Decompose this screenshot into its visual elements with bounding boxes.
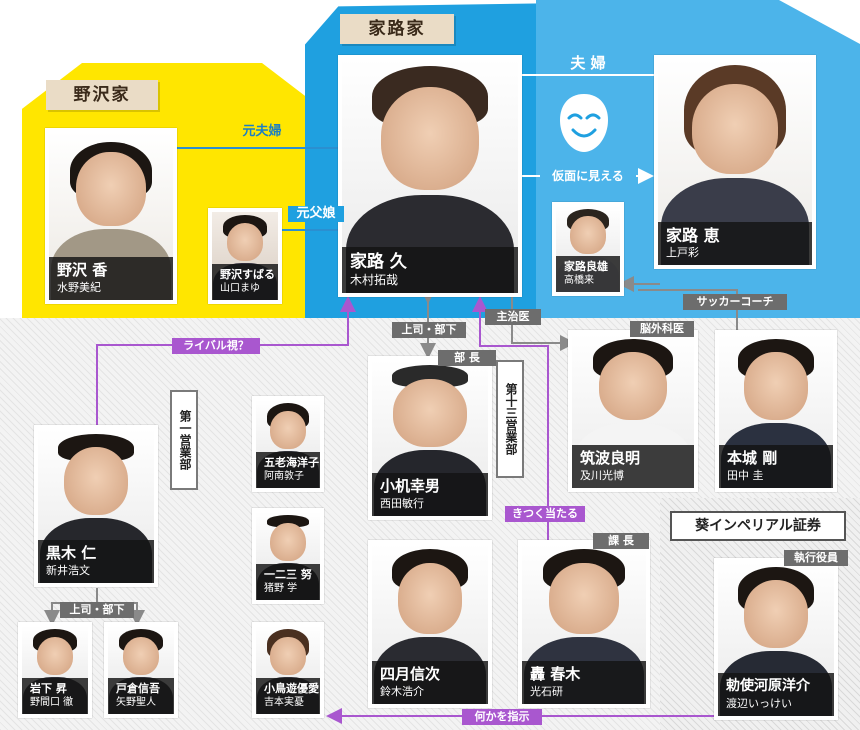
- name-kotori: 小鳥遊優愛: [264, 682, 319, 695]
- dept1-label: 第一営業部: [170, 390, 198, 490]
- card-ieji-hisashi[interactable]: 家路 久木村拓哉: [338, 55, 522, 297]
- name-ieji-hisashi: 家路 久: [350, 252, 407, 272]
- name-goroumi: 五老海洋子: [264, 456, 319, 469]
- name-ieji-megumi: 家路 恵: [666, 226, 720, 245]
- actor-ieji-hisashi: 木村拓哉: [350, 273, 399, 287]
- card-tokura[interactable]: 戸倉信吾矢野聖人: [104, 622, 178, 718]
- spouse-label: 夫 婦: [570, 54, 606, 72]
- actor-honjo: 田中 圭: [727, 469, 764, 482]
- actor-tsukuba: 及川光博: [580, 469, 624, 482]
- actor-ieji-megumi: 上戸彩: [666, 246, 699, 259]
- father-daughter-label: 元父娘: [288, 206, 344, 222]
- name-nozawa-subaru: 野沢すばる: [220, 268, 275, 281]
- actor-shigatsu: 鈴木浩介: [380, 685, 424, 698]
- card-tsukuba[interactable]: 筑波良明及川光博: [568, 330, 698, 492]
- card-shigatsu[interactable]: 四月信次鈴木浩介: [368, 540, 492, 708]
- attending-label: 主治医: [485, 309, 541, 325]
- card-todoroki[interactable]: 轟 春木光石研: [518, 540, 650, 708]
- mask-seen-label: 仮面に見える: [540, 168, 636, 184]
- actor-ieji-yoshio: 高橋来: [564, 275, 594, 286]
- actor-ichinisan: 猪野 学: [264, 583, 298, 594]
- card-iwashita[interactable]: 岩下 昇野間口 徹: [18, 622, 92, 718]
- actor-nozawa-subaru: 山口まゆ: [220, 283, 260, 294]
- card-nozawa-kaori[interactable]: 野沢 香水野美紀: [45, 128, 177, 304]
- card-honjo[interactable]: 本城 剛田中 圭: [715, 330, 837, 492]
- name-ieji-yoshio: 家路良雄: [564, 260, 608, 273]
- boss-subordinate-label-2: 上司・部下: [60, 602, 134, 618]
- name-honjo: 本城 剛: [727, 449, 778, 467]
- name-tokura: 戸倉信吾: [116, 682, 160, 695]
- instruct-label: 何かを指示: [462, 709, 542, 725]
- ieji-family-tag: 家路家: [340, 14, 454, 44]
- card-kotori[interactable]: 小鳥遊優愛吉本実憂: [252, 622, 324, 718]
- rival-label: ライバル視？: [172, 338, 260, 354]
- dept13-label: 第十三営業部: [496, 360, 524, 478]
- soccer-coach-label: サッカーコーチ: [683, 294, 787, 310]
- name-todoroki: 轟 春木: [530, 665, 581, 683]
- actor-kozukue: 西田敏行: [380, 497, 424, 510]
- bucho-title-label: 部 長: [438, 350, 496, 366]
- ex-spouse-label: 元夫婦: [242, 124, 282, 139]
- actor-kotori: 吉本実憂: [264, 697, 304, 708]
- card-ichinisan[interactable]: 一二三 努猪野 学: [252, 508, 324, 604]
- card-kozukue[interactable]: 小机幸男西田敏行: [368, 356, 492, 520]
- name-nozawa-kaori: 野沢 香: [57, 261, 108, 279]
- card-goroumi[interactable]: 五老海洋子阿南敦子: [252, 396, 324, 492]
- actor-kuroki: 新井浩文: [46, 564, 90, 577]
- name-shigatsu: 四月信次: [380, 665, 441, 683]
- actor-todoroki: 光石研: [530, 685, 563, 698]
- neuro-title-label: 脳外科医: [630, 321, 694, 337]
- card-ieji-yoshio[interactable]: 家路良雄高橋来: [552, 202, 624, 296]
- actor-iwashita: 野間口 徹: [30, 697, 74, 708]
- name-kuroki: 黒木 仁: [46, 544, 97, 562]
- card-nozawa-subaru[interactable]: 野沢すばる山口まゆ: [208, 208, 282, 304]
- aoi-securities-tag: 葵インペリアル証券: [670, 511, 846, 541]
- card-kuroki[interactable]: 黒木 仁新井浩文: [34, 425, 158, 587]
- smiling-mask-icon: [558, 92, 610, 154]
- name-tsukuba: 筑波良明: [580, 449, 641, 467]
- harsh-label: きつく当たる: [505, 506, 585, 522]
- name-ichinisan: 一二三 努: [264, 568, 312, 581]
- name-teshigawara: 勅使河原洋介: [726, 678, 810, 694]
- boss-subordinate-label-1: 上司・部下: [392, 322, 466, 338]
- name-kozukue: 小机幸男: [380, 477, 441, 495]
- exec-title-label: 執行役員: [784, 550, 848, 566]
- actor-teshigawara: 渡辺いっけい: [726, 697, 792, 710]
- nozawa-family-tag: 野沢家: [46, 80, 158, 110]
- actor-tokura: 矢野聖人: [116, 697, 156, 708]
- card-teshigawara[interactable]: 勅使河原洋介渡辺いっけい: [714, 558, 838, 720]
- card-ieji-megumi[interactable]: 家路 恵上戸彩: [654, 55, 816, 269]
- actor-nozawa-kaori: 水野美紀: [57, 281, 101, 294]
- kacho-title-label: 課 長: [593, 533, 649, 549]
- actor-goroumi: 阿南敦子: [264, 471, 304, 482]
- name-iwashita: 岩下 昇: [30, 682, 67, 695]
